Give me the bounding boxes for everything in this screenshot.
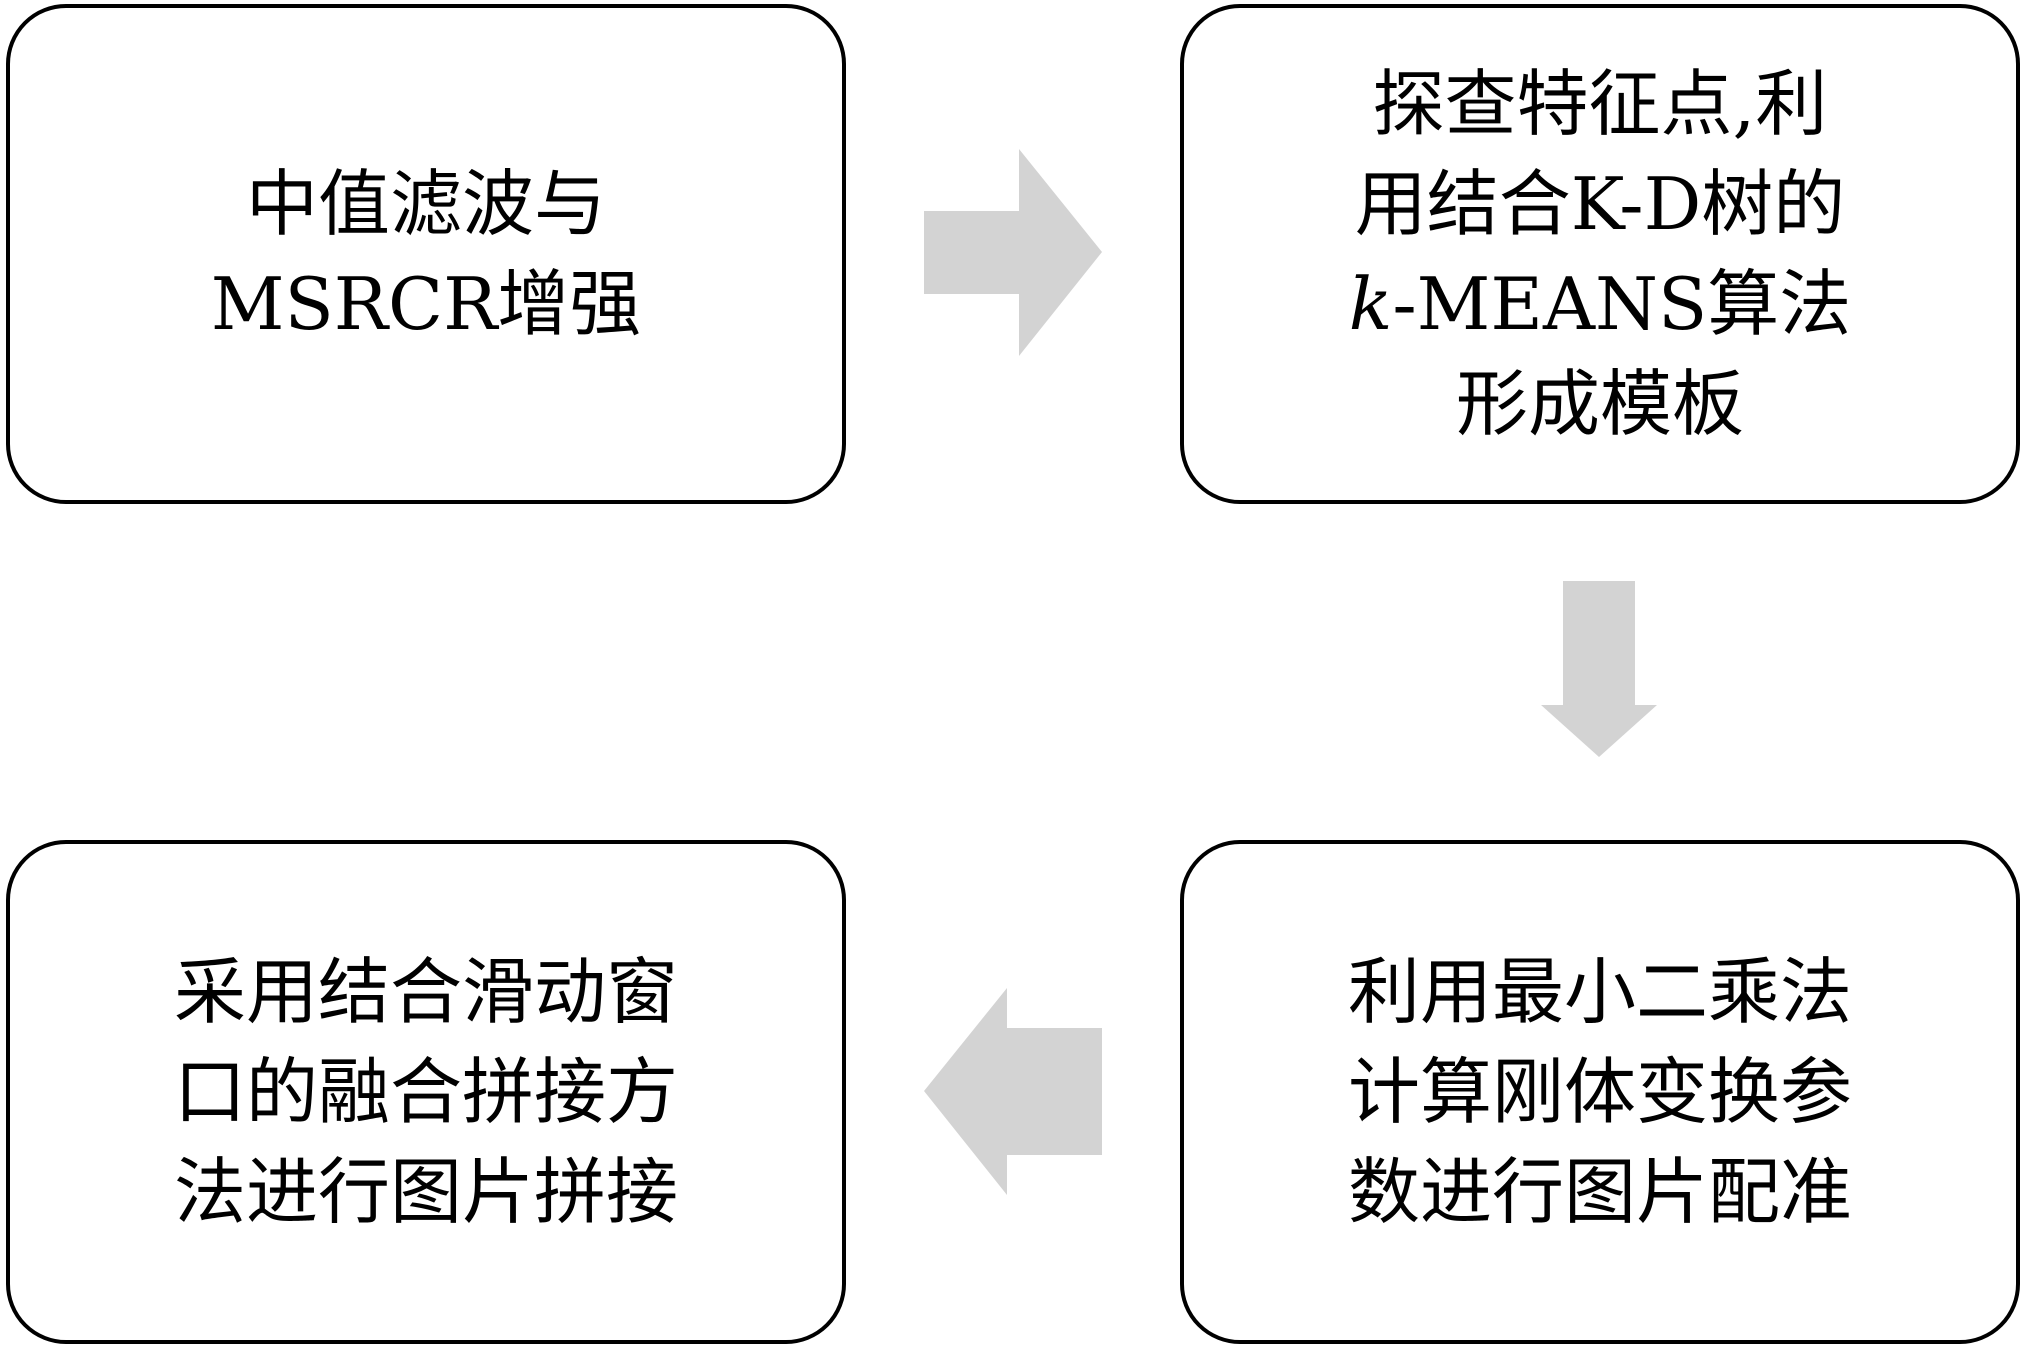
step-2-text: 探查特征点,利 用结合K-D树的 k-MEANS算法 形成模板: [1349, 54, 1852, 454]
italic-k: k: [1348, 262, 1393, 346]
step-2-line: 探查特征点,利: [1372, 62, 1828, 146]
step-3-line: 数进行图片配准: [1347, 1150, 1852, 1234]
arrow-down-icon: [1541, 581, 1657, 757]
step-4-line: 采用结合滑动窗: [173, 950, 678, 1034]
step-4-box: 采用结合滑动窗 口的融合拼接方 法进行图片拼接: [6, 840, 846, 1344]
step-3-line: 利用最小二乘法: [1347, 950, 1852, 1034]
arrow-left-icon: [924, 988, 1102, 1195]
step-2-line: 形成模板: [1455, 362, 1744, 446]
step-1-line: 中值滤波与: [245, 162, 606, 246]
step-3-box: 利用最小二乘法 计算刚体变换参 数进行图片配准: [1180, 840, 2020, 1344]
step-2-line: 用结合K-D树的: [1354, 162, 1846, 246]
step-2-line-rest: -MEANS算法: [1392, 262, 1852, 346]
step-3-line: 计算刚体变换参: [1347, 1050, 1852, 1134]
step-1-line: MSRCR增强: [210, 262, 642, 346]
step-4-line: 口的融合拼接方: [173, 1050, 678, 1134]
step-1-text: 中值滤波与 MSRCR增强: [211, 154, 642, 354]
arrow-right-icon: [924, 149, 1102, 356]
step-4-line: 法进行图片拼接: [173, 1150, 678, 1234]
step-4-text: 采用结合滑动窗 口的融合拼接方 法进行图片拼接: [174, 942, 678, 1242]
step-1-box: 中值滤波与 MSRCR增强: [6, 4, 846, 504]
step-2-box: 探查特征点,利 用结合K-D树的 k-MEANS算法 形成模板: [1180, 4, 2020, 504]
step-3-text: 利用最小二乘法 计算刚体变换参 数进行图片配准: [1348, 942, 1852, 1242]
step-2-line: k-MEANS算法: [1349, 254, 1852, 354]
